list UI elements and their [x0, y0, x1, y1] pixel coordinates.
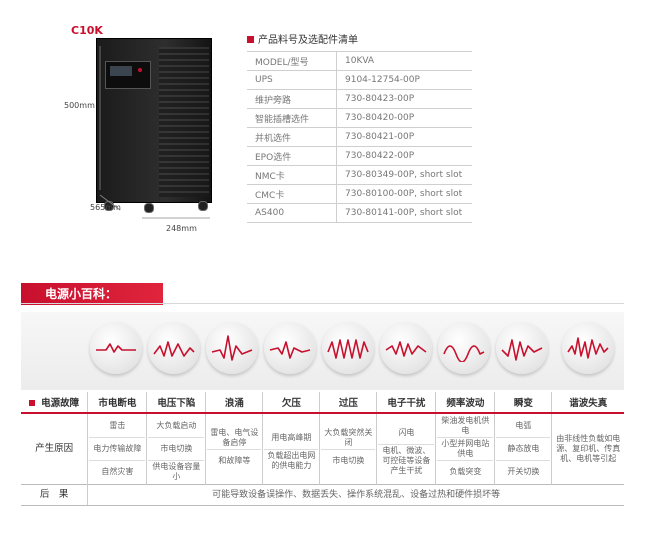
depth-dimension: 565mm — [90, 203, 121, 212]
width-dimension: 248mm — [166, 224, 197, 233]
cause-label: 产生原因 — [35, 443, 74, 454]
waveform-icon — [496, 322, 548, 374]
cause-item: 用电高峰期 — [264, 427, 319, 450]
spec-key: MODEL/型号 — [247, 51, 337, 71]
waveform-icon — [206, 322, 258, 374]
ups-control-panel — [105, 61, 151, 89]
cause-item: 市电切换 — [332, 455, 365, 465]
fault-causes-cell: 大负载启动市电切换供电设备容量小 — [146, 413, 206, 485]
spec-key: 维护旁路 — [247, 89, 337, 109]
spec-value: 730-80100-00P, short slot — [336, 184, 472, 204]
fault-type-header: 市电断电 — [87, 392, 147, 414]
fault-type-header: 谐波失真 — [551, 392, 624, 414]
cause-item: 大负载突然关闭 — [321, 427, 376, 450]
cause-item: 电弧 — [496, 415, 551, 438]
fault-type-header: 电压下陷 — [146, 392, 206, 414]
waveform-strip — [21, 312, 624, 390]
cause-item: 柴油发电机供电 — [437, 415, 494, 438]
cause-item: 雷电、电气设备启停 — [207, 427, 262, 450]
divider — [21, 303, 624, 304]
cause-item: 由非线性负载如电源、复印机、传真机、电机等引起 — [556, 434, 621, 463]
waveform-icon — [380, 322, 432, 374]
height-dimension: 500mm — [64, 101, 95, 110]
fault-type-header: 频率波动 — [435, 392, 495, 414]
spec-key: 并机选件 — [247, 127, 337, 147]
cause-item: 和故障等 — [218, 455, 251, 465]
cause-item: 负载突变 — [449, 467, 482, 476]
cause-item: 自然灾害 — [101, 467, 134, 476]
result-text: 可能导致设备误操作、数据丢失、操作系统混乱、设备过热和硬件损坏等 — [87, 484, 624, 506]
fault-causes-cell: 电弧静态放电开关切换 — [494, 413, 552, 485]
spec-key: NMC卡 — [247, 165, 337, 185]
spec-key: CMC卡 — [247, 184, 337, 204]
fault-causes-cell: 雷电、电气设备启停和故障等 — [205, 413, 263, 485]
cause-item: 电力传输故障 — [89, 438, 146, 461]
spec-value: 730-80422-00P — [336, 146, 472, 166]
wheel-icon — [144, 203, 154, 213]
fault-causes-cell: 雷击电力传输故障自然灾害 — [87, 413, 147, 485]
spec-value: 730-80349-00P, short slot — [336, 165, 472, 185]
waveform-icon — [90, 322, 142, 374]
cause-item: 开关切换 — [507, 467, 540, 476]
cause-item: 负载超出电网的供电能力 — [267, 450, 316, 470]
fault-type-header: 浪涌 — [205, 392, 263, 414]
fault-type-header: 瞬变 — [494, 392, 552, 414]
spec-value: 730-80423-00P — [336, 89, 472, 109]
fault-causes-cell: 闪电电机、微波、可控硅等设备产生干扰 — [376, 413, 436, 485]
fault-causes-cell: 大负载突然关闭市电切换 — [319, 413, 377, 485]
fault-causes-cell: 用电高峰期负载超出电网的供电能力 — [262, 413, 320, 485]
spec-key: 智能插槽选件 — [247, 108, 337, 128]
spec-title: 产品料号及选配件清单 — [247, 31, 358, 46]
spec-value: 10KVA — [336, 51, 472, 71]
cause-item: 静态放电 — [496, 438, 551, 461]
dimension-lines — [99, 46, 210, 219]
wheel-icon — [198, 201, 208, 211]
waveform-icon — [264, 322, 316, 374]
spec-key: AS400 — [247, 203, 337, 223]
section-banner: 电源小百科： — [21, 283, 163, 305]
waveform-icon — [561, 322, 614, 374]
cause-item: 雷击 — [89, 415, 146, 438]
spec-value: 730-80141-00P, short slot — [336, 203, 472, 223]
spec-key: EPO选件 — [247, 146, 337, 166]
row-header: 电源故障 — [21, 392, 88, 414]
cause-item: 市电切换 — [148, 438, 205, 461]
waveform-icon — [148, 322, 200, 374]
fault-type-header: 欠压 — [262, 392, 320, 414]
waveform-icon — [322, 322, 374, 374]
fault-causes-cell: 柴油发电机供电小型并网电站供电负载突变 — [435, 413, 495, 485]
cause-item: 供电设备容量小 — [152, 462, 201, 481]
cause-item: 闪电 — [378, 422, 435, 445]
waveform-icon — [438, 322, 490, 374]
spec-key: UPS — [247, 70, 337, 90]
cause-item: 电机、微波、可控硅等设备产生干扰 — [382, 445, 431, 475]
fault-type-header: 电子干扰 — [376, 392, 436, 414]
cause-item: 小型并网电站供电 — [437, 438, 494, 461]
spec-value: 9104-12754-00P — [336, 70, 472, 90]
spec-value: 730-80421-00P — [336, 127, 472, 147]
fault-causes-cell: 由非线性负载如电源、复印机、传真机、电机等引起 — [551, 413, 624, 485]
model-label: C10K — [71, 24, 103, 37]
result-label: 后 果 — [21, 484, 88, 506]
fault-table: 电源故障 市电断电电压下陷浪涌欠压过压电子干扰频率波动瞬变谐波失真 产生原因 雷… — [21, 392, 624, 506]
spec-value: 730-80420-00P — [336, 108, 472, 128]
ups-product-image — [96, 38, 212, 203]
cause-item: 大负载启动 — [148, 415, 205, 438]
fault-type-header: 过压 — [319, 392, 377, 414]
